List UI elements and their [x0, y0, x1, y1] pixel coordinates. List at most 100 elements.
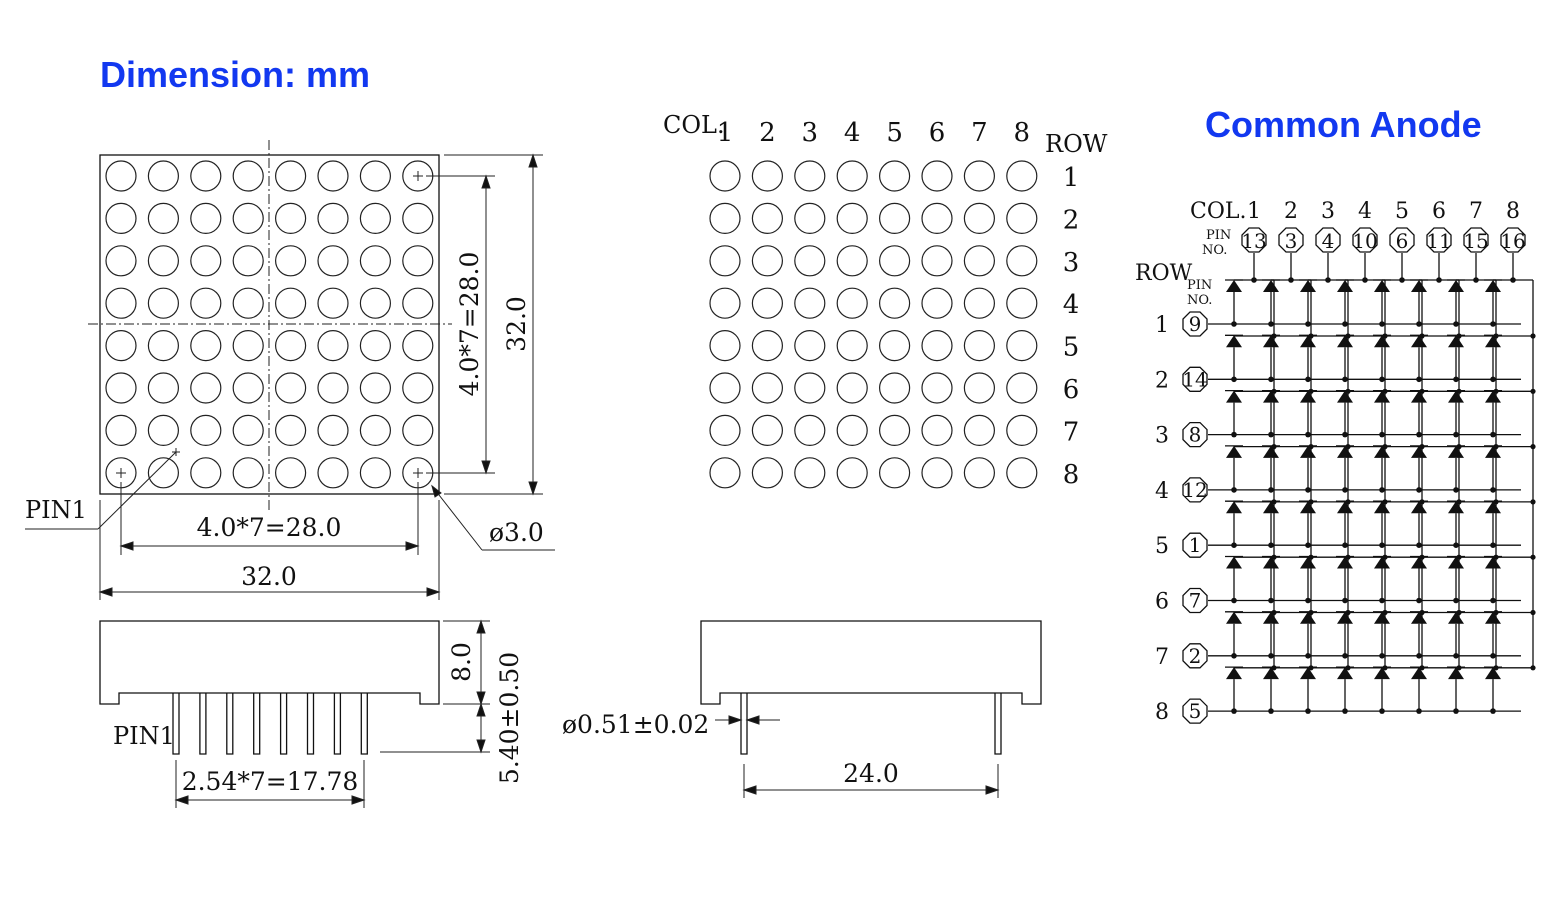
junction-dot: [1453, 597, 1459, 604]
side-pins: [172, 693, 368, 755]
col-pin-octagon: [1463, 227, 1489, 253]
side-pin: [172, 693, 180, 755]
led-diode: [1263, 445, 1279, 458]
schematic-row-number: 6: [1155, 590, 1169, 615]
side-pin: [306, 693, 315, 755]
front-led: [317, 202, 349, 234]
led-diode: [1448, 280, 1464, 292]
matrix-led-grid: [709, 160, 1038, 489]
matrix-row-number: 8: [1063, 460, 1080, 490]
junction-dot: [1325, 277, 1331, 283]
matrix-led: [1006, 414, 1038, 446]
matrix-led: [751, 160, 784, 192]
led-diode: [1485, 611, 1501, 624]
row-pin-octagon: [1182, 366, 1208, 392]
led-diode: [1411, 280, 1427, 292]
matrix-led: [921, 287, 953, 319]
front-led: [232, 287, 264, 319]
pin-diameter-label: ø0.51±0.02: [562, 710, 709, 739]
matrix-row-number: 4: [1063, 290, 1080, 320]
matrix-led: [794, 245, 826, 277]
junction-dot: [1473, 277, 1479, 283]
led-diode: [1448, 556, 1464, 569]
matrix-led: [751, 287, 784, 319]
junction-dot: [1231, 431, 1237, 438]
front-led: [147, 245, 179, 277]
col-pin-octagon: [1241, 227, 1267, 253]
led-diode: [1485, 335, 1501, 348]
schematic-row-number: 5: [1155, 534, 1169, 559]
front-led: [359, 457, 391, 489]
matrix-led: [709, 457, 741, 489]
junction-dot: [1268, 431, 1274, 438]
front-led: [190, 414, 222, 446]
matrix-row-number: 3: [1063, 248, 1080, 278]
row-pin-octagon: [1182, 587, 1208, 614]
junction-dot: [1436, 277, 1442, 283]
matrix-led: [794, 160, 826, 192]
schematic-pin-label-1: PIN: [1206, 228, 1231, 243]
row-pin-octagon: [1182, 532, 1208, 558]
common-anode-title: Common Anode: [1205, 104, 1482, 145]
junction-dot: [1231, 597, 1237, 604]
matrix-led: [709, 245, 741, 277]
matrix-led: [794, 372, 826, 404]
junction-dot: [1251, 277, 1257, 283]
led-diode: [1374, 501, 1390, 514]
side-pin: [333, 693, 342, 755]
led-diode: [1448, 501, 1464, 514]
junction-dot: [1453, 708, 1459, 714]
end-body: [700, 620, 1042, 705]
matrix-led: [836, 414, 868, 446]
matrix-led: [1006, 160, 1038, 192]
side-pin: [226, 693, 234, 755]
led-diode: [1263, 556, 1279, 569]
schematic-row-number: 1: [1155, 313, 1169, 338]
schematic-col-pin: 10: [1352, 229, 1377, 253]
front-led: [359, 160, 391, 192]
matrix-led: [751, 245, 784, 277]
matrix-col-number: 5: [886, 118, 903, 148]
led-diode: [1374, 667, 1390, 680]
matrix-led: [709, 287, 741, 319]
pin1-leader: [25, 451, 177, 530]
junction-dot: [1379, 708, 1385, 714]
front-led: [190, 287, 222, 319]
junction-dot: [1379, 321, 1385, 327]
junction-dot: [1362, 277, 1368, 283]
front-led: [275, 160, 307, 192]
schematic-col-number: 4: [1358, 199, 1372, 224]
matrix-led: [1006, 202, 1038, 234]
side-pin: [199, 693, 207, 755]
matrix-led: [794, 457, 826, 489]
schematic-col-number: 7: [1469, 199, 1483, 224]
front-led: [190, 202, 222, 234]
led-diode: [1263, 611, 1279, 624]
front-led: [147, 202, 179, 234]
front-led: [317, 245, 349, 277]
front-led: [275, 245, 307, 277]
matrix-led: [1006, 287, 1038, 319]
matrix-led: [751, 414, 784, 446]
side-pin: [279, 693, 288, 755]
led-diode: [1263, 390, 1279, 403]
junction-dot: [1305, 597, 1311, 604]
front-led: [275, 457, 307, 489]
led-diode: [1300, 611, 1316, 624]
matrix-led: [1006, 457, 1038, 489]
matrix-col-number: 6: [929, 118, 946, 148]
led-diode: [1226, 667, 1242, 680]
schematic-col-number: 5: [1395, 199, 1409, 224]
schematic-col-number: 6: [1432, 199, 1446, 224]
matrix-col-number: 3: [802, 118, 819, 148]
front-led: [275, 372, 307, 404]
led-diode: [1263, 501, 1279, 514]
front-led: [105, 202, 137, 234]
front-led: [105, 414, 137, 446]
dim-outer-width: [98, 500, 441, 600]
matrix-col-number: 2: [759, 118, 776, 148]
junction-dot: [1305, 321, 1311, 327]
junction-dot: [1268, 321, 1274, 327]
junction-dot: [1379, 597, 1385, 604]
